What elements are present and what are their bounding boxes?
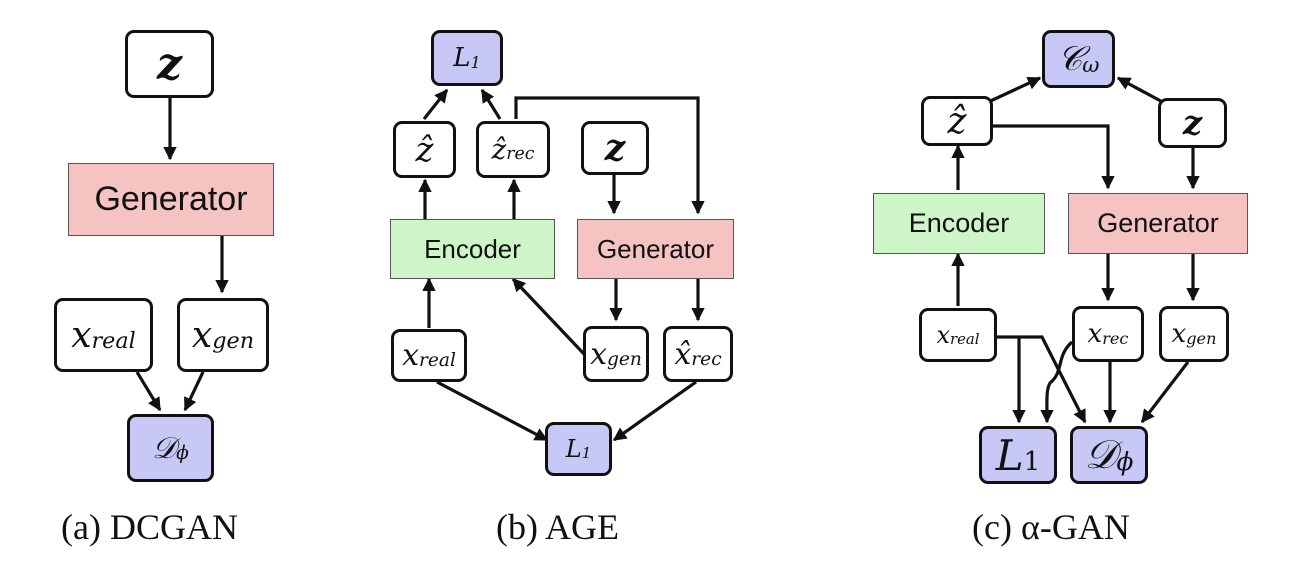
node-a-generator: Generator	[68, 163, 274, 236]
node-b-l1-bottom-sub: 1	[581, 444, 592, 463]
caption-a: (a) DCGAN	[61, 506, 238, 548]
caption-c-name: α-GAN	[1020, 507, 1130, 547]
node-c-z-hat: ẑ	[921, 96, 993, 146]
node-b-x-gen-sub: gen	[607, 348, 642, 370]
node-b-encoder-label: Encoder	[424, 233, 521, 264]
node-b-encoder: Encoder	[390, 219, 555, 279]
edge-c-zhat-generator	[993, 124, 1115, 190]
node-c-discriminator-sub: ϕ	[1116, 447, 1134, 477]
node-a-x-real-base: x	[71, 314, 92, 356]
node-a-generator-label: Generator	[94, 180, 248, 218]
node-b-z-hat: ẑ	[393, 121, 456, 178]
edge-b-xgen-encoder	[511, 277, 586, 356]
node-c-discriminator-base: 𝒟	[1084, 432, 1117, 478]
node-b-l1-bottom-base: L	[565, 435, 582, 463]
edge-c-xrec-l1	[1040, 340, 1074, 424]
node-c-z-base: z	[1182, 103, 1203, 143]
caption-b: (b) AGE	[496, 506, 619, 548]
node-b-z-base: z	[604, 127, 626, 169]
node-c-encoder: Encoder	[873, 193, 1045, 254]
edge-a-xgen-discriminator	[183, 371, 205, 412]
caption-a-name: DCGAN	[109, 507, 238, 547]
edge-b-xreal-l1	[436, 380, 549, 442]
node-b-x-hat-rec-base: x̂	[674, 336, 692, 372]
edge-c-xreal-discriminator	[996, 335, 1087, 424]
node-a-discriminator-sub: ϕ	[176, 442, 189, 464]
node-a-z: z	[125, 30, 214, 98]
node-c-z: z	[1158, 98, 1227, 148]
node-b-x-real-base: x	[402, 338, 419, 373]
node-c-c-omega-sub: ω	[1082, 52, 1100, 78]
node-b-x-gen-base: x	[590, 336, 608, 372]
caption-a-label: (a)	[61, 507, 101, 547]
node-c-c-omega-base: 𝒞	[1057, 39, 1083, 79]
node-a-z-base: z	[157, 38, 182, 90]
caption-c: (c) α-GAN	[972, 506, 1130, 548]
node-b-z-hat-rec-base: ẑ	[491, 133, 507, 166]
caption-c-label: (c)	[972, 507, 1012, 547]
caption-b-name: AGE	[545, 507, 619, 547]
edge-b-zhatrec-l1	[480, 88, 502, 120]
node-a-x-gen-sub: gen	[212, 328, 255, 355]
edge-b-zhat-l1	[422, 88, 449, 120]
edge-b-xhatrec-l1	[612, 380, 697, 442]
caption-b-label: (b)	[496, 507, 538, 547]
node-c-generator: Generator	[1068, 193, 1248, 254]
node-b-x-hat-rec-sub: rec	[691, 348, 722, 370]
node-b-generator: Generator	[577, 219, 734, 279]
node-c-l1-base: L	[995, 430, 1024, 480]
edge-c-zhat-comega	[983, 76, 1042, 106]
node-c-encoder-label: Encoder	[908, 208, 1010, 238]
edge-a-xreal-discriminator	[135, 371, 162, 412]
node-a-x-gen-base: x	[191, 314, 213, 356]
edge-b-zhatrec-generator	[514, 96, 705, 215]
node-b-generator-label: Generator	[596, 233, 715, 264]
node-c-x-rec-base: x	[1087, 319, 1103, 349]
node-c-x-gen-base: x	[1171, 319, 1187, 349]
node-c-x-rec-sub: rec	[1102, 329, 1129, 348]
node-b-z-hat-base: ẑ	[415, 129, 434, 170]
node-b-x-real-sub: real	[418, 350, 456, 372]
edge-c-xgen-discriminator	[1140, 361, 1190, 424]
node-b-z-hat-rec-sub: rec	[506, 144, 535, 165]
node-b-l1-top-sub: 1	[470, 53, 481, 72]
node-c-x-real-base: x	[936, 321, 950, 349]
node-b-z: z	[581, 121, 649, 175]
node-b-l1-top-base: L	[453, 43, 471, 73]
node-b-x-hat-rec: x̂rec	[663, 326, 733, 382]
node-c-x-real-sub: real	[950, 330, 980, 349]
node-a-discriminator-base: 𝒟	[152, 430, 177, 466]
node-c-z-hat-base: ẑ	[947, 100, 967, 142]
node-c-generator-label: Generator	[1097, 208, 1219, 238]
node-a-x-real-sub: real	[91, 328, 136, 355]
node-c-x-gen-sub: gen	[1186, 329, 1217, 348]
node-c-l1-sub: 1	[1023, 447, 1041, 478]
